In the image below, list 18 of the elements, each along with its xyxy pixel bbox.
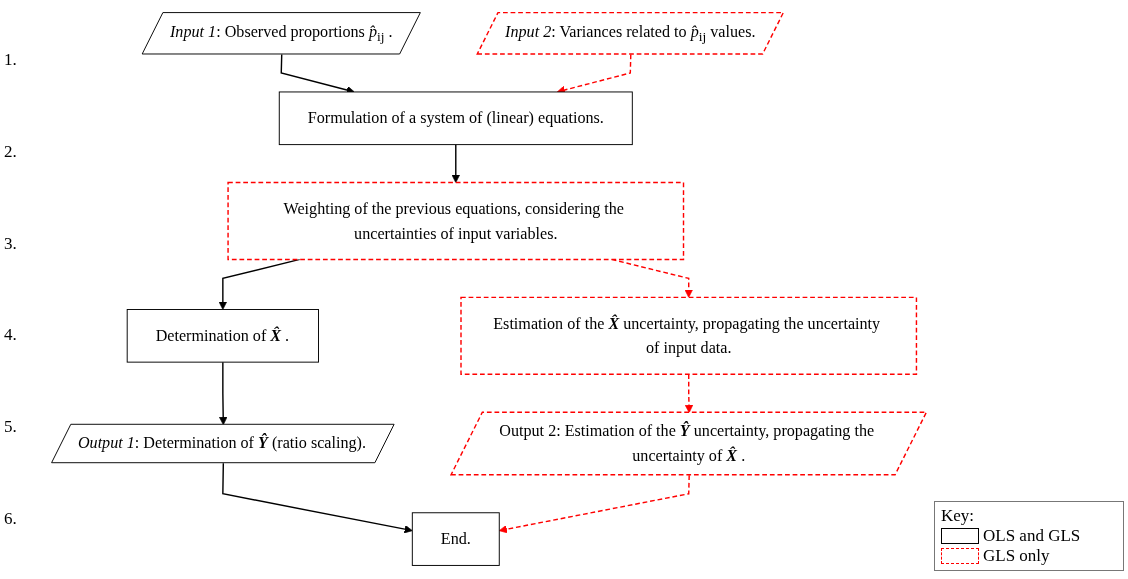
step-number: 6.	[4, 509, 18, 530]
node-box: Estimation of the X̂ uncertainty, propagating the uncertainty of input data.	[460, 297, 918, 376]
node-box: Weighting of the previous equations, considering the uncertainties of input variables.	[227, 182, 685, 261]
legend-text: OLS and GLS	[983, 526, 1081, 546]
step-number: 3.	[4, 233, 18, 254]
step-number: 4.	[4, 325, 18, 346]
arrow	[451, 144, 460, 184]
arrow	[219, 361, 228, 426]
node-box: End.	[411, 512, 500, 567]
legend-title: Key:	[941, 506, 976, 526]
arrow	[222, 462, 413, 534]
step-number: 1.	[4, 49, 18, 70]
step-number: 5.	[4, 417, 18, 438]
legend-text: GLS only	[983, 546, 1050, 566]
node-box: Formulation of a system of (linear) equations.	[278, 91, 633, 146]
step-number: 2.	[4, 141, 18, 162]
node-box: Determination of X̂ .	[126, 309, 319, 364]
arrow	[498, 475, 690, 534]
